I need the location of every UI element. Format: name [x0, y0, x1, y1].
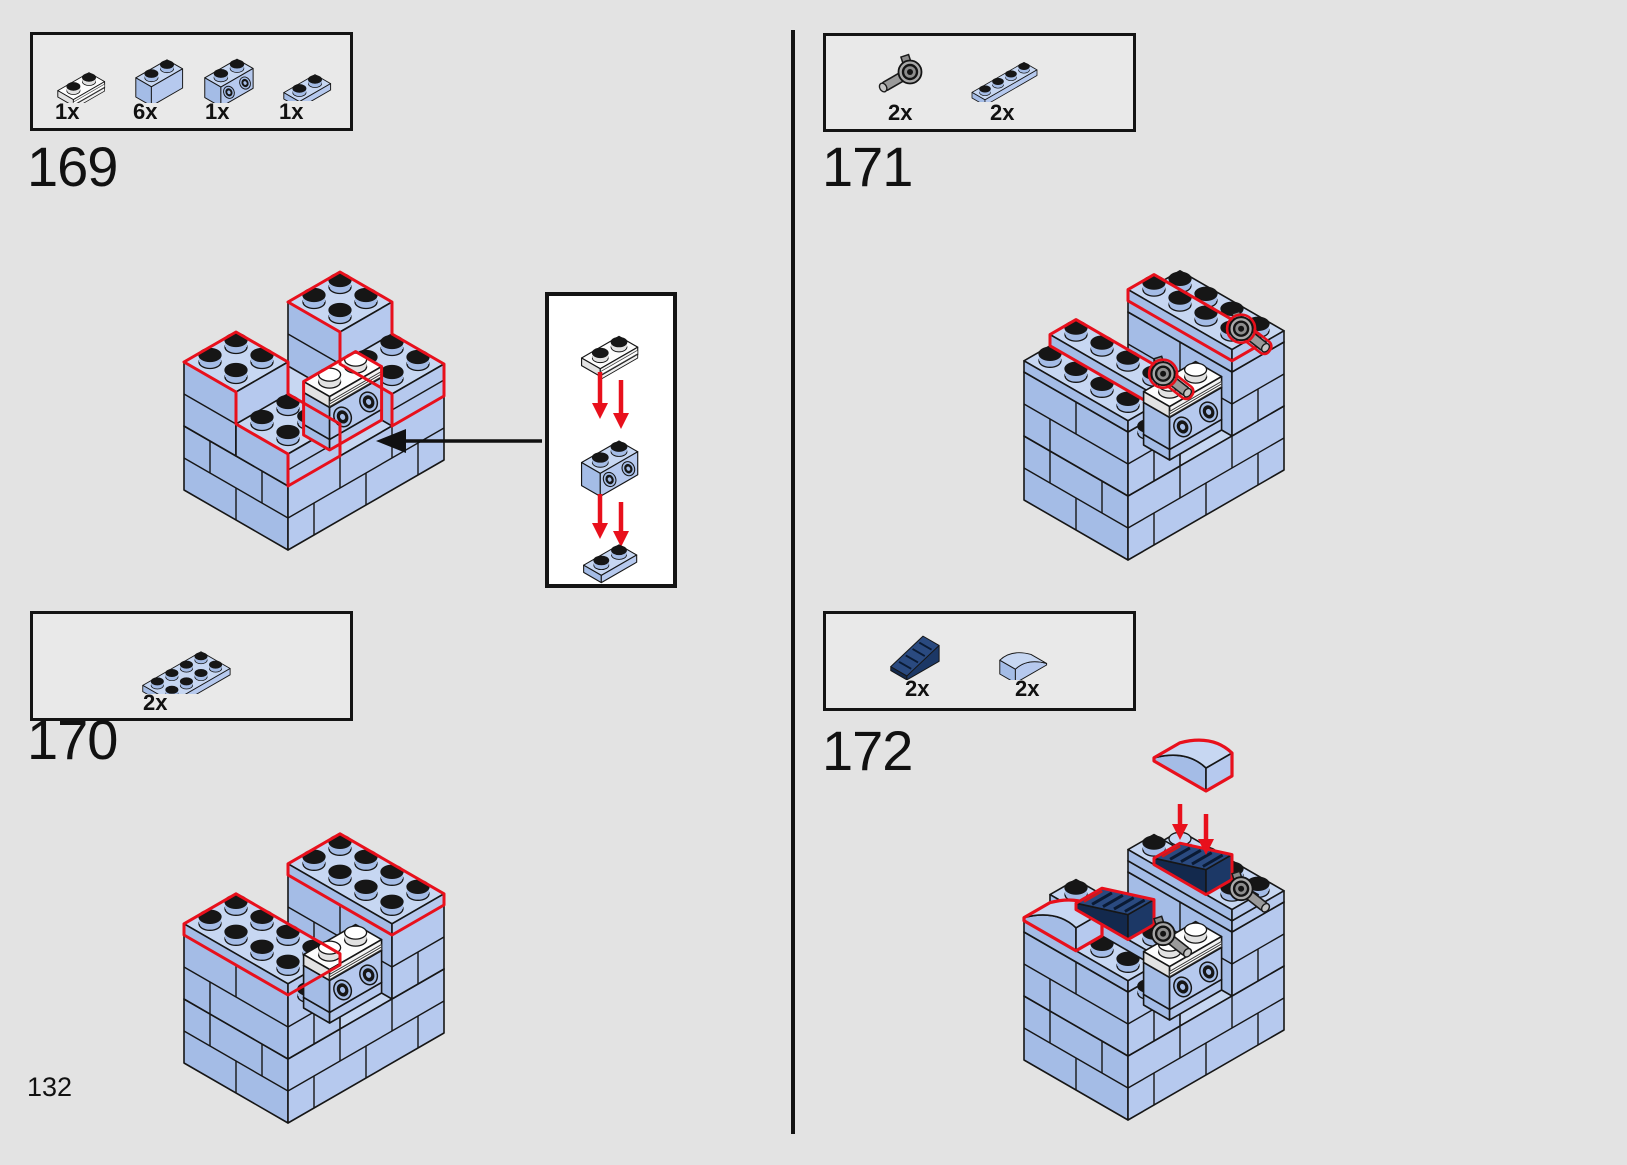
part-thumbnail-blue-brick-side-studs — [204, 58, 254, 103]
column-divider — [791, 30, 795, 1134]
part-thumbnail-blue-plate-1x2 — [283, 74, 332, 101]
qty-label: 2x — [143, 690, 168, 715]
assembly-diagram-170 — [182, 832, 446, 1124]
qty-label: 2x — [888, 100, 913, 125]
qty-label: 2x — [905, 676, 930, 701]
step-number-172: 172 — [822, 719, 913, 782]
part-thumbnail-blue-plate-2x4 — [142, 651, 231, 694]
step-number-170: 170 — [27, 708, 118, 771]
part-thumbnail-gray-tool — [878, 53, 923, 93]
parts-box-169: 1x 6x 1x 1x — [30, 32, 353, 131]
step-number-169: 169 — [27, 135, 118, 198]
qty-label: 1x — [205, 99, 230, 124]
qty-label: 2x — [1015, 676, 1040, 701]
qty-label: 1x — [279, 99, 304, 124]
qty-label: 1x — [55, 99, 80, 124]
assembly-diagram-172 — [1022, 738, 1285, 1121]
part-thumbnail-white-rail-plate — [57, 72, 106, 103]
qty-label: 6x — [133, 99, 158, 124]
assembly-diagram-169 — [182, 270, 446, 551]
parts-box-171: 2x 2x — [823, 33, 1136, 132]
parts-box-172: 2x 2x — [823, 611, 1136, 711]
part-thumbnail-blue-curved-slope — [999, 652, 1048, 680]
subassembly-callout-box — [545, 292, 677, 588]
part-thumbnail-blue-plate-1x4 — [971, 62, 1038, 102]
parts-box-170: 2x — [30, 611, 353, 721]
part-thumbnail-navy-grille-slope — [890, 635, 940, 680]
page-number: 132 — [27, 1072, 73, 1102]
step-number-171: 171 — [822, 135, 913, 198]
assembly-diagram-171 — [1023, 270, 1285, 561]
assembly-arrow-169 — [376, 429, 542, 453]
subassembly-diagram — [580, 335, 639, 584]
qty-label: 2x — [990, 100, 1015, 125]
part-thumbnail-blue-brick-1x2 — [135, 59, 184, 103]
